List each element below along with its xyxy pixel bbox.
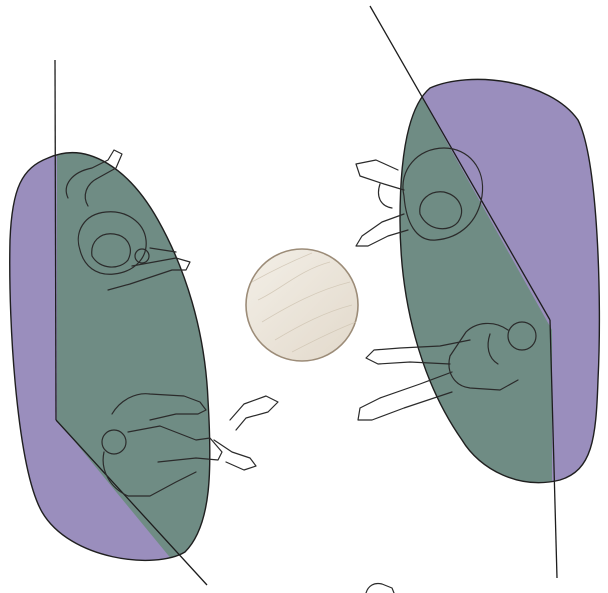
- right-zone: [370, 5, 608, 578]
- left-zone: [0, 60, 260, 593]
- figure-bottom-edge-partial: [366, 583, 394, 593]
- round-table: [246, 249, 358, 361]
